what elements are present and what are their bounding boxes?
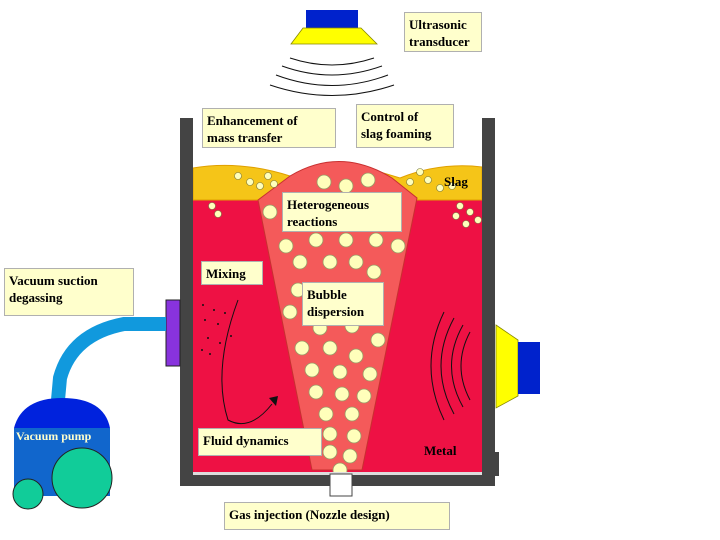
gas-bubble bbox=[370, 332, 386, 348]
gas-bubble bbox=[348, 254, 364, 270]
gas-bubble bbox=[322, 340, 338, 356]
gas-bubble bbox=[390, 238, 406, 254]
small-bubble bbox=[270, 180, 278, 188]
small-bubble bbox=[462, 220, 470, 228]
small-bubble bbox=[452, 212, 460, 220]
gas-bubble bbox=[308, 232, 324, 248]
side-ultrasonic-transducer-icon bbox=[495, 324, 540, 409]
gas-bubble bbox=[348, 348, 364, 364]
gas-bubble bbox=[366, 264, 382, 280]
gas-bubble bbox=[262, 204, 278, 220]
vacuum-pump-icon bbox=[12, 398, 113, 510]
small-bubble bbox=[234, 172, 242, 180]
vacuum-suction-degassing-label: Vacuum suction degassing bbox=[4, 268, 134, 316]
vacuum-hose bbox=[51, 317, 166, 401]
gas-bubble bbox=[282, 304, 298, 320]
gas-bubble bbox=[322, 254, 338, 270]
vessel-right-wall bbox=[482, 118, 495, 486]
gas-bubble bbox=[332, 364, 348, 380]
gas-bubble bbox=[292, 254, 308, 270]
gas-bubble bbox=[362, 366, 378, 382]
gas-bubble bbox=[278, 238, 294, 254]
small-bubble bbox=[466, 208, 474, 216]
gas-bubble bbox=[360, 172, 376, 188]
small-bubble bbox=[256, 182, 264, 190]
small-bubble bbox=[208, 202, 216, 210]
gas-bubble bbox=[322, 444, 338, 460]
right-wall-notch bbox=[483, 452, 499, 476]
fluid-dynamics-label: Fluid dynamics bbox=[198, 428, 322, 456]
small-bubble bbox=[448, 182, 456, 190]
gas-injection-label: Gas injection (Nozzle design) bbox=[224, 502, 450, 530]
gas-bubble bbox=[338, 232, 354, 248]
circulation-arrow-icon bbox=[221, 299, 278, 424]
gas-bubble bbox=[318, 406, 334, 422]
gas-bubble bbox=[368, 232, 384, 248]
ultrasonic-transducer-label: Ultrasonic transducer bbox=[404, 12, 482, 52]
small-bubble bbox=[406, 178, 414, 186]
gas-bubble bbox=[346, 428, 362, 444]
gas-bubble bbox=[304, 362, 320, 378]
small-bubble bbox=[246, 178, 254, 186]
small-bubble bbox=[456, 202, 464, 210]
gas-bubble bbox=[338, 178, 354, 194]
heterogeneous-reactions-label: Heterogeneous reactions bbox=[282, 192, 402, 232]
gas-nozzle bbox=[329, 473, 353, 497]
vacuum-pump-label: Vacuum pump bbox=[16, 429, 92, 443]
gas-bubble bbox=[342, 448, 358, 464]
gas-bubble bbox=[344, 406, 360, 422]
vessel-bottom-right bbox=[352, 474, 495, 486]
vessel-left-wall bbox=[180, 118, 193, 486]
slag-bubbles bbox=[208, 168, 482, 228]
gas-bubble bbox=[294, 340, 310, 356]
small-bubble bbox=[436, 184, 444, 192]
top-ultrasonic-transducer-icon bbox=[290, 10, 378, 45]
small-bubble bbox=[474, 216, 482, 224]
mixing-dots bbox=[201, 304, 232, 355]
bubble-dispersion-label: Bubble dispersion bbox=[302, 282, 384, 326]
small-bubble bbox=[214, 210, 222, 218]
small-bubble bbox=[264, 172, 272, 180]
slag-label: Slag bbox=[444, 174, 468, 189]
gas-bubble bbox=[308, 384, 324, 400]
gas-bubble bbox=[334, 386, 350, 402]
vessel-bottom-left bbox=[180, 474, 330, 486]
gas-bubble bbox=[316, 174, 332, 190]
suction-port bbox=[165, 299, 181, 367]
gas-bubble bbox=[356, 388, 372, 404]
small-bubble bbox=[424, 176, 432, 184]
small-bubble bbox=[416, 168, 424, 176]
enhancement-mass-transfer-label: Enhancement of mass transfer bbox=[202, 108, 336, 148]
sound-wave-icon bbox=[269, 57, 395, 96]
mixing-label: Mixing bbox=[201, 261, 263, 285]
control-slag-foaming-label: Control of slag foaming bbox=[356, 104, 454, 148]
metal-label: Metal bbox=[424, 443, 457, 458]
gas-bubble bbox=[322, 426, 338, 442]
side-sound-wave-icon bbox=[430, 311, 471, 421]
